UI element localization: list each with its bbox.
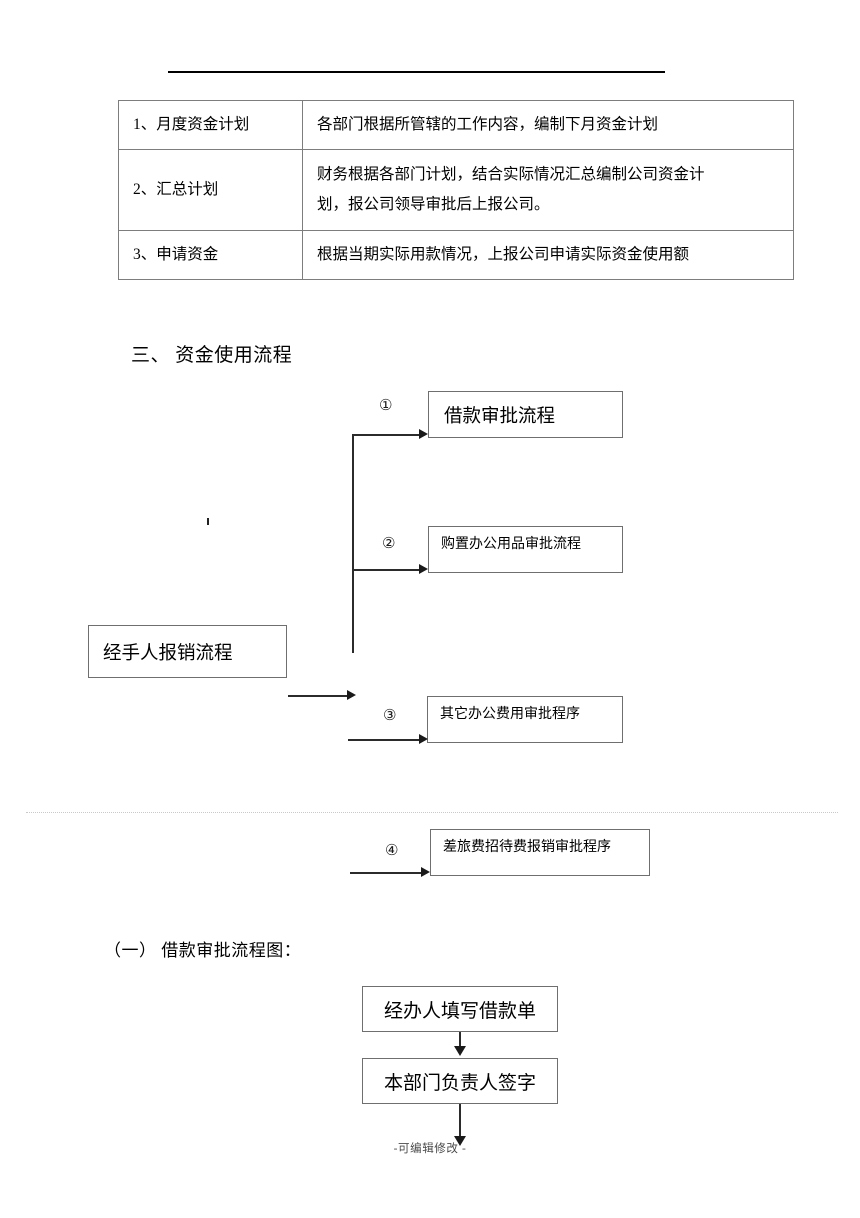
flow-box-label: 差旅费招待费报销审批程序 <box>443 840 611 855</box>
arrow-right-icon <box>347 690 356 700</box>
subflow-box-department-head-sign: 本部门负责人签字 <box>362 1058 558 1104</box>
connector-subflow-1 <box>459 1032 461 1050</box>
flow-box-other-office-expense-approval: 其它办公费用审批程序 <box>427 696 623 743</box>
flow-box-office-supplies-approval: 购置办公用品审批流程 <box>428 526 623 573</box>
arrow-right-icon <box>421 867 430 877</box>
arrow-down-icon <box>454 1046 466 1056</box>
arrow-right-icon <box>419 429 428 439</box>
table-cell-content: 各部门根据所管辖的工作内容，编制下月资金计划 <box>302 100 794 150</box>
flow-box-handler-reimbursement: 经手人报销流程 <box>88 625 287 678</box>
connector-branch-1 <box>352 434 420 436</box>
table-row: 3、申请资金 根据当期实际用款情况，上报公司申请实际资金使用额 <box>118 230 794 280</box>
connector-trunk-vertical <box>352 434 354 653</box>
stray-mark <box>207 518 209 525</box>
subflow-box-fill-loan-form: 经办人填写借款单 <box>362 986 558 1032</box>
arrow-right-icon <box>419 564 428 574</box>
connector-subflow-2 <box>459 1104 461 1142</box>
table-cell-label: 1、月度资金计划 <box>118 100 303 150</box>
table-cell-label: 3、申请资金 <box>118 230 303 280</box>
branch-marker-4: ④ <box>385 841 399 859</box>
table-cell-content: 根据当期实际用款情况，上报公司申请实际资金使用额 <box>302 230 794 280</box>
table-cell-content: 财务根据各部门计划，结合实际情况汇总编制公司资金计 划，报公司领导审批后上报公司… <box>302 149 794 231</box>
section-heading-funding-process: 三、 资金使用流程 <box>131 345 293 366</box>
table-cell-label: 2、汇总计划 <box>118 149 303 231</box>
flow-box-label: 本部门负责人签字 <box>383 1072 536 1094</box>
branch-marker-3: ③ <box>383 706 397 724</box>
top-horizontal-rule <box>168 71 665 73</box>
dotted-separator <box>26 812 838 813</box>
flow-box-label: 购置办公用品审批流程 <box>441 537 581 552</box>
flow-box-label: 经办人填写借款单 <box>383 1000 536 1022</box>
connector-branch-2 <box>352 569 420 571</box>
flow-box-travel-entertainment-approval: 差旅费招待费报销审批程序 <box>430 829 650 876</box>
flow-box-label: 借款审批流程 <box>444 406 556 427</box>
connector-stub-to-branch-3 <box>288 695 348 697</box>
branch-marker-1: ① <box>379 396 393 414</box>
footer-note: -可编辑修改 - <box>393 1143 467 1155</box>
arrow-down-icon <box>454 1136 466 1146</box>
flow-box-label: 其它办公费用审批程序 <box>440 707 580 722</box>
branch-marker-2: ② <box>382 534 396 552</box>
table-row: 2、汇总计划 财务根据各部门计划，结合实际情况汇总编制公司资金计 划，报公司领导… <box>118 149 794 231</box>
arrow-right-icon <box>419 734 428 744</box>
funding-plan-table: 1、月度资金计划 各部门根据所管辖的工作内容，编制下月资金计划 2、汇总计划 财… <box>118 100 794 280</box>
subsection-heading-loan-flowchart: （一） 借款审批流程图： <box>104 941 302 960</box>
flow-box-loan-approval: 借款审批流程 <box>428 391 623 438</box>
connector-branch-4 <box>350 872 422 874</box>
connector-branch-3 <box>348 739 420 741</box>
flow-box-label: 经手人报销流程 <box>103 643 233 664</box>
table-row: 1、月度资金计划 各部门根据所管辖的工作内容，编制下月资金计划 <box>118 100 794 150</box>
